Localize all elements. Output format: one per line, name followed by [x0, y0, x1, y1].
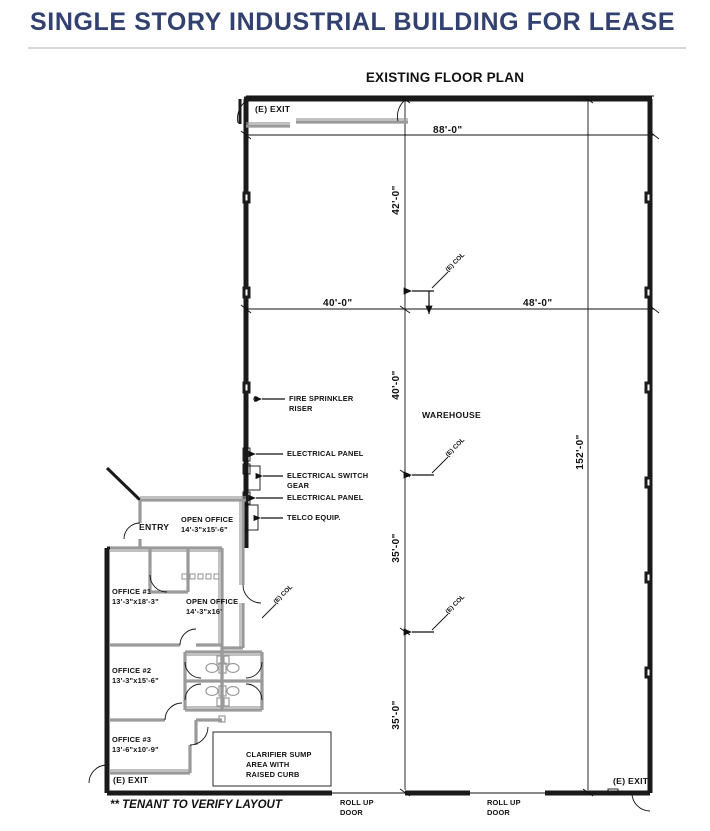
- roll-up-line1: ROLL UP: [340, 798, 374, 807]
- annotation-line1: ELECTRICAL SWITCH: [287, 471, 368, 480]
- room-size: 13'-6"x10'-9": [112, 745, 159, 754]
- column-tag-label: (E) COL: [272, 584, 294, 606]
- column-tag-label: (E) COL: [444, 252, 466, 274]
- roll-up-door-label-right: ROLL UP DOOR: [487, 798, 521, 817]
- room-name: OPEN OFFICE: [186, 597, 238, 606]
- dim-vertical-3: 35'-0": [391, 533, 402, 563]
- column-tag-label: (E) COL: [444, 437, 466, 459]
- clarifier-line-3: RAISED CURB: [246, 770, 300, 779]
- plan-heading: EXISTING FLOOR PLAN: [0, 70, 710, 85]
- roll-up-line1: ROLL UP: [487, 798, 521, 807]
- roll-up-line2: DOOR: [340, 808, 363, 817]
- annotation-electrical-panel-upper: ELECTRICAL PANEL: [242, 447, 364, 462]
- annotation-line2: GEAR: [287, 481, 310, 490]
- annotation-electrical-switch-gear: ELECTRICAL SWITCH GEAR: [242, 463, 368, 491]
- dim-top-horizontal: 88'-0": [433, 125, 463, 136]
- room-size: 13'-3"x18'-3": [112, 597, 159, 606]
- warehouse-label: WAREHOUSE: [422, 410, 481, 420]
- annotation-line2: RISER: [289, 404, 313, 413]
- annotation-telco-equip: TELCO EQUIP.: [245, 504, 341, 531]
- restroom-fixtures: [183, 650, 264, 723]
- footnote: ** TENANT TO VERIFY LAYOUT: [110, 799, 282, 811]
- dim-mid-left: 40'-0": [323, 298, 353, 309]
- room-name: OFFICE #3: [112, 735, 151, 744]
- dimension-lines: [246, 95, 654, 790]
- room-size: 14'-3"x16': [186, 607, 222, 616]
- annotation-line1: TELCO EQUIP.: [287, 513, 341, 522]
- annotation-fire-sprinkler-riser: FIRE SPRINKLER RISER: [253, 394, 354, 413]
- column-tag-3: (E) COL: [403, 594, 466, 636]
- column-tag-4: (E) COL: [261, 584, 294, 619]
- annotation-line1: ELECTRICAL PANEL: [287, 449, 364, 458]
- clarifier-line-2: AREA WITH: [246, 760, 289, 769]
- dim-vertical-4: 35'-0": [391, 700, 402, 730]
- office-area-walls: [105, 466, 262, 775]
- column-tag-label: (E) COL: [444, 594, 466, 616]
- column-tag-2: (E) COL: [403, 437, 466, 479]
- wall-column-marks: [242, 191, 653, 679]
- roll-up-line2: DOOR: [487, 808, 510, 817]
- exit-door-top-left: [237, 99, 408, 128]
- annotation-line1: ELECTRICAL PANEL: [287, 493, 364, 502]
- room-label-open-office-1: OPEN OFFICE 14'-3"x15'-6": [181, 515, 233, 534]
- dim-mid-right: 48'-0": [523, 298, 553, 309]
- clarifier-sump-area: CLARIFIER SUMP AREA WITH RAISED CURB: [212, 731, 332, 787]
- dim-vertical-1: 42'-0": [391, 185, 402, 215]
- exit-door-bottom-left: [88, 764, 109, 784]
- building-shell: [104, 96, 653, 796]
- roll-up-door-label-left: ROLL UP DOOR: [340, 798, 374, 817]
- dim-vertical-2: 40'-0": [391, 370, 402, 400]
- exit-door-bottom-right: [607, 788, 651, 812]
- annotation-line1: FIRE SPRINKLER: [289, 394, 354, 403]
- room-label-office-2: OFFICE #2 13'-3"x15'-6": [112, 666, 159, 685]
- room-name: OPEN OFFICE: [181, 515, 233, 524]
- room-label-office-1: OFFICE #1 13'-3"x18'-3": [112, 587, 159, 606]
- exit-label-top-left: (E) EXIT: [255, 104, 291, 114]
- room-label-open-office-2: OPEN OFFICE 14'-3"x16': [186, 597, 238, 616]
- plan-heading-text: EXISTING FLOOR PLAN: [365, 70, 525, 85]
- page-title: SINGLE STORY INDUSTRIAL BUILDING FOR LEA…: [30, 8, 676, 36]
- dimension-ticks: [240, 95, 660, 797]
- clarifier-line-1: CLARIFIER SUMP: [246, 750, 312, 759]
- annotation-electrical-panel-lower: ELECTRICAL PANEL: [242, 491, 364, 505]
- room-name: OFFICE #2: [112, 666, 151, 675]
- exit-label-bottom-right: (E) EXIT: [613, 776, 649, 786]
- room-name: OFFICE #1: [112, 587, 151, 596]
- room-size: 14'-3"x15'-6": [181, 525, 228, 534]
- entry-label: ENTRY: [139, 522, 169, 532]
- column-tag-1: (E) COL: [403, 252, 466, 314]
- room-label-office-3: OFFICE #3 13'-6"x10'-9": [112, 735, 159, 754]
- title-divider: [28, 47, 686, 49]
- dim-right-total: 152'-0": [575, 434, 586, 470]
- room-size: 13'-3"x15'-6": [112, 676, 159, 685]
- exit-label-bottom-left: (E) EXIT: [113, 775, 149, 785]
